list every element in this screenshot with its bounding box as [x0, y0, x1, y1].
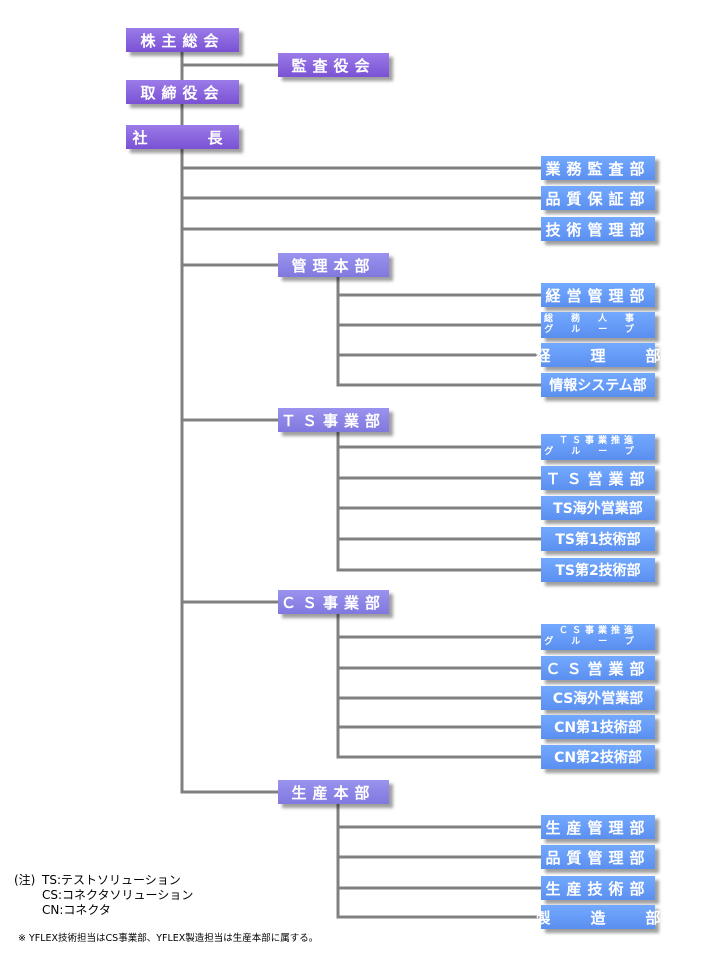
box-manufacturing: 製造部 [536, 905, 661, 929]
box-ts-division: ＴＳ事業部 [278, 408, 389, 432]
box-board-of-directors: 取締役会 [126, 80, 239, 104]
note-cn: CN:コネクタ [42, 903, 111, 917]
box-cs-division: ＣＳ事業部 [278, 590, 389, 614]
box-cs-promotion-group: ＣＳ事業推進グループ [541, 624, 655, 650]
note-footer: ※ YFLEX技術担当はCS事業部、YFLEX製造担当は生産本部に属する。 [18, 933, 319, 944]
box-cn-engineering-1: CN第1技術部 [541, 715, 655, 739]
box-cn-engineering-2: CN第2技術部 [541, 745, 655, 769]
box-president: 社 長 [126, 125, 239, 149]
box-admin-division: 管理本部 [278, 253, 389, 277]
box-business-audit: 業務監査部 [541, 156, 655, 180]
note-ts: TS:テストソリューション [42, 873, 181, 887]
box-cs-sales: ＣＳ営業部 [541, 656, 655, 680]
box-ts-promotion-group: ＴＳ事業推進グループ [541, 434, 655, 460]
note-title: (注) [14, 873, 36, 887]
box-ts-engineering-2: TS第2技術部 [541, 558, 655, 582]
box-quality-assurance: 品質保証部 [541, 186, 655, 210]
box-cs-overseas-sales: CS海外営業部 [541, 686, 655, 710]
box-ts-overseas-sales: TS海外営業部 [541, 496, 655, 520]
box-quality-control: 品質管理部 [541, 845, 655, 869]
box-audit-board: 監査役会 [278, 53, 389, 77]
box-technical-management: 技術管理部 [541, 217, 655, 241]
box-ts-sales: ＴＳ営業部 [541, 466, 655, 490]
box-shareholders-meeting: 株主総会 [126, 28, 239, 52]
box-information-systems: 情報システム部 [541, 373, 655, 397]
box-production-control: 生産管理部 [541, 815, 655, 839]
box-management-planning: 経営管理部 [541, 283, 655, 307]
box-production-engineering: 生産技術部 [541, 876, 655, 900]
note-cs: CS:コネクタソリューション [42, 888, 194, 902]
box-ts-engineering-1: TS第1技術部 [541, 527, 655, 551]
box-accounting: 経理部 [536, 343, 661, 367]
box-production-division: 生産本部 [278, 780, 389, 804]
box-general-affairs-hr-group: 総務人事グループ [541, 312, 655, 338]
